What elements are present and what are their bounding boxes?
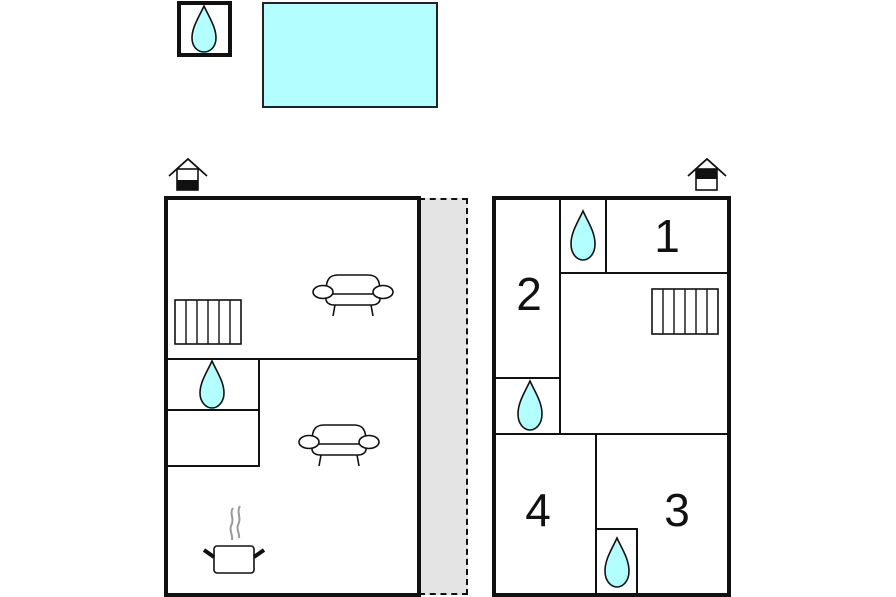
wall [595, 434, 597, 593]
house-ground-floor-icon [168, 157, 208, 191]
water-drop-icon [517, 379, 543, 431]
room-label-4: 4 [525, 484, 551, 536]
wall [168, 358, 417, 360]
swimming-pool [262, 2, 438, 108]
wall [496, 377, 561, 379]
sofa-icon [312, 274, 394, 317]
water-drop-icon [604, 536, 630, 588]
bathroom-room [258, 359, 260, 467]
stairs-icon [651, 288, 719, 335]
water-drop-icon [199, 359, 225, 409]
wall [168, 465, 260, 467]
house-upper-floor-icon [687, 157, 727, 191]
wall [559, 200, 561, 434]
room-label-2: 2 [516, 268, 542, 320]
room-label-3: 3 [664, 484, 690, 536]
stairs-icon [174, 299, 242, 345]
covered-terrace [419, 198, 468, 595]
room-label-1: 1 [654, 210, 680, 262]
wall [605, 200, 607, 274]
cooking-pot-icon [202, 505, 266, 574]
wall [560, 272, 727, 274]
wall [596, 528, 637, 530]
upper-floor-outer-wall [492, 196, 731, 597]
wall [636, 528, 638, 593]
sofa-icon [298, 424, 380, 467]
wall [168, 409, 259, 411]
wall [496, 433, 727, 435]
water-drop-icon [191, 4, 217, 53]
water-drop-icon [570, 209, 596, 261]
